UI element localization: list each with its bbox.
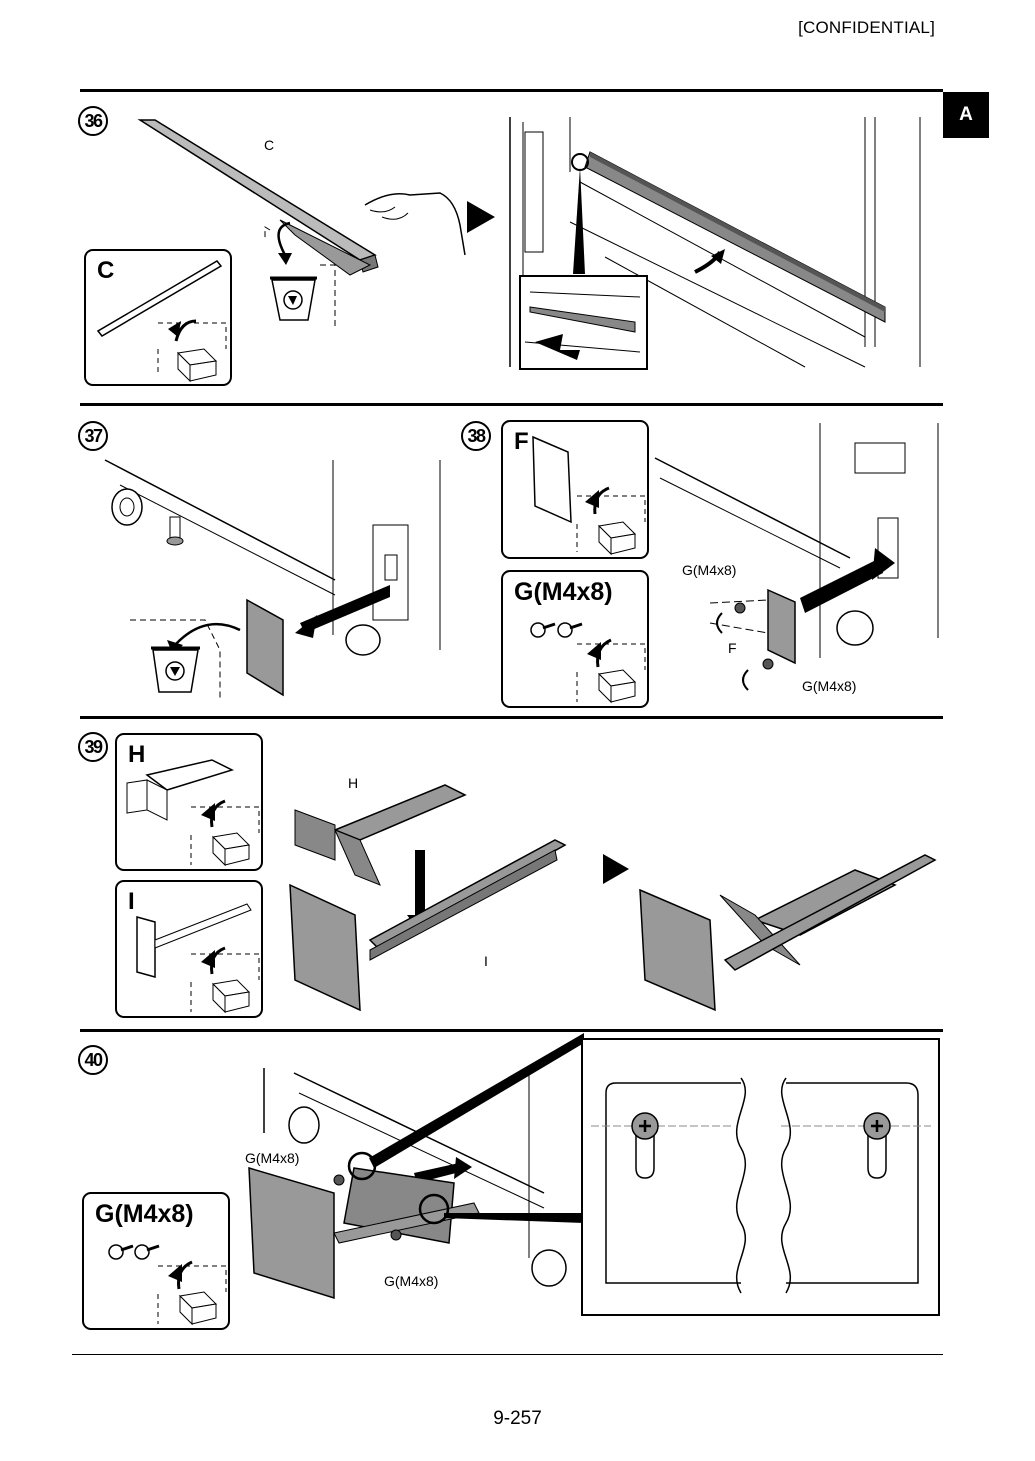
step-39-callout-i: I — [484, 953, 488, 969]
step-38-callout-screw-top: G(M4x8) — [682, 562, 737, 578]
step-40-bracket-mount-illustration — [248, 1033, 584, 1300]
part-box-title: G(M4x8) — [514, 578, 613, 606]
step-36-part-box-c: C — [84, 249, 232, 386]
step-40-part-box-g: G(M4x8) — [82, 1192, 230, 1330]
screw-pair-icon — [108, 1244, 227, 1326]
section-divider — [80, 89, 943, 92]
step-38-callout-screw-bottom: G(M4x8) — [802, 678, 857, 694]
part-box-i-illustration — [136, 903, 260, 1014]
part-box-title: C — [97, 257, 115, 284]
part-box-f-illustration — [532, 435, 646, 556]
step-39-assembled-bracket-illustration — [639, 854, 937, 1012]
part-box-title: I — [128, 888, 135, 915]
step-36-machine-illustration — [509, 117, 921, 370]
step-36-callout-c: C — [264, 137, 275, 153]
step-40-number: 40 — [78, 1045, 108, 1075]
section-divider — [80, 403, 943, 406]
part-box-h-illustration — [126, 759, 260, 867]
step-36-number: 36 — [78, 106, 108, 136]
step-38-part-box-g: G(M4x8) — [501, 570, 649, 708]
screw-pair-icon — [530, 622, 646, 704]
step-39-number: 39 — [78, 732, 108, 762]
step-40-detail-zoom-illustration — [581, 1038, 940, 1316]
step-40-callout-screw-top: G(M4x8) — [245, 1150, 300, 1166]
section-tab: A — [943, 92, 989, 138]
step-40-callout-screw-bottom: G(M4x8) — [384, 1273, 439, 1289]
step-38-plate-install-illustration — [654, 423, 939, 691]
part-box-c-illustration — [96, 260, 227, 383]
step-38-part-box-f: F — [501, 420, 649, 559]
step-39-callout-h: H — [348, 775, 359, 791]
step-37-cover-removal-illustration — [104, 459, 441, 700]
step-39-part-box-h: H — [115, 733, 263, 871]
next-arrow-icon — [603, 854, 629, 884]
part-box-title: G(M4x8) — [95, 1200, 194, 1228]
next-arrow-icon — [467, 201, 495, 233]
step-39-bracket-assembly-illustration — [289, 784, 567, 1012]
step-37-number: 37 — [78, 421, 108, 451]
part-box-title: H — [128, 741, 146, 768]
step-39-part-box-i: I — [115, 880, 263, 1018]
step-38-callout-f: F — [728, 640, 737, 656]
confidential-label: [CONFIDENTIAL] — [798, 18, 935, 37]
section-divider — [80, 1029, 943, 1032]
part-box-title: F — [514, 428, 529, 455]
section-divider — [80, 716, 943, 719]
footer-divider — [72, 1354, 943, 1355]
step-38-number: 38 — [461, 421, 491, 451]
step-36-rail-peel-illustration — [137, 119, 466, 330]
page-number: 9-257 — [493, 1408, 542, 1429]
